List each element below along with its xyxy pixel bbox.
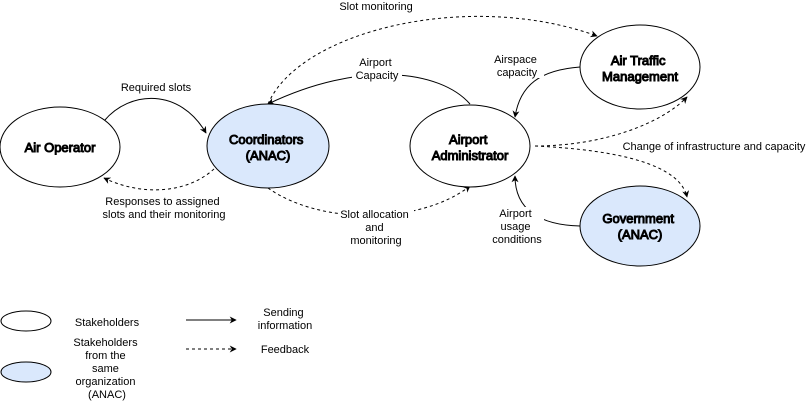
node-coordinators[interactable]	[206, 103, 330, 189]
node-air-operator-label: Air Operator	[25, 140, 96, 155]
label-usage-conditions: Airport usage conditions	[492, 208, 542, 246]
edge-change-infrastructure-gov	[534, 145, 690, 198]
label-airport-capacity: Airport Capacity	[356, 57, 399, 82]
edge-airspace-capacity	[512, 66, 581, 118]
label-change-infrastructure: Change of infrastructure and capacity	[623, 141, 806, 153]
node-coordinators-label: Coordinators (ANAC)	[229, 132, 307, 163]
legend-stakeholder-swatch	[0, 310, 52, 332]
edge-responses	[103, 159, 223, 191]
label-required-slots: Required slots	[121, 82, 192, 94]
edge-change-infrastructure-atm	[534, 96, 688, 147]
label-slot-allocation: Slot allocation and monitoring	[340, 209, 412, 247]
node-government-label: Government (ANAC)	[602, 211, 677, 242]
legend-stakeholders-label: Stakeholders	[75, 317, 140, 329]
edge-required-slots	[103, 98, 207, 134]
label-responses: Responses to assigned slots and their mo…	[103, 196, 226, 221]
edge-slot-allocation	[267, 185, 471, 216]
legend-same-org-label: Stakeholders from the same organization …	[73, 337, 140, 401]
legend-sending-label: Sending information	[258, 307, 312, 332]
node-government[interactable]	[579, 185, 701, 267]
node-airport-administrator[interactable]	[409, 104, 531, 188]
legend-anac-swatch	[0, 361, 52, 383]
node-air-traffic-management-label: Air Traffic Management	[602, 53, 678, 84]
node-air-traffic-management[interactable]	[579, 24, 701, 110]
node-air-operator[interactable]	[0, 106, 121, 188]
label-airspace-capacity: Airspace capacity	[494, 54, 540, 79]
legend: Stakeholders Stakeholders from the same …	[0, 307, 312, 401]
legend-feedback-label: Feedback	[261, 344, 310, 356]
node-airport-administrator-label: Airport Administrator	[432, 132, 509, 163]
edge-slot-monitoring	[267, 15, 598, 105]
label-slot-monitoring: Slot monitoring	[339, 1, 412, 13]
